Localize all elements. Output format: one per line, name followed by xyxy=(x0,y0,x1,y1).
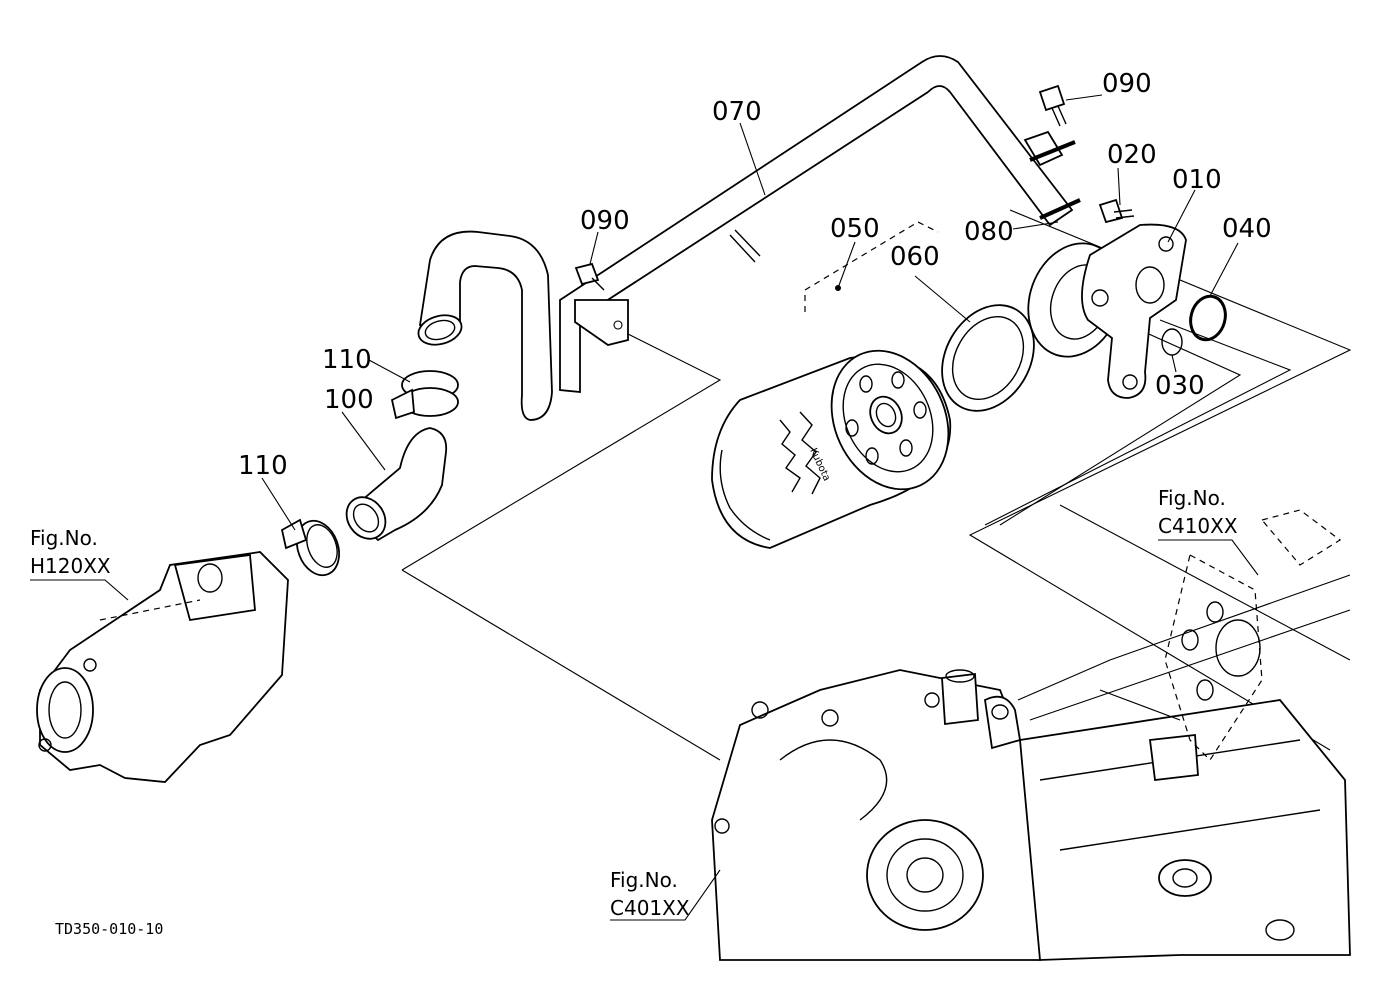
hose-100 xyxy=(345,427,448,542)
transmission-housing xyxy=(711,669,1351,961)
figref-c410-number: C410XX xyxy=(1158,514,1238,538)
o-ring-030 xyxy=(1161,328,1183,356)
callout-030: 030 xyxy=(1155,371,1205,401)
callout-040: 040 xyxy=(1222,214,1272,244)
hose-bend xyxy=(417,230,553,421)
drawing-code: TD350-010-10 xyxy=(55,920,163,938)
filter-bracket-010 xyxy=(1027,223,1187,399)
callout-050: 050 xyxy=(830,214,880,244)
screw-020 xyxy=(1098,198,1135,224)
callout-090-upper: 090 xyxy=(1102,69,1152,99)
leader-lines xyxy=(30,94,1259,921)
frame-assembly xyxy=(1017,509,1351,761)
callout-060: 060 xyxy=(890,242,940,272)
figref-c410-caption: Fig.No. xyxy=(1158,486,1226,510)
hydraulic-pump-assembly xyxy=(36,551,289,783)
hose-clamp-110-lower xyxy=(280,518,340,577)
callout-110-lower: 110 xyxy=(238,451,288,481)
screw-090-lower xyxy=(574,262,605,291)
figref-c401-caption: Fig.No. xyxy=(610,868,678,892)
callout-110-upper: 110 xyxy=(322,345,372,375)
oil-filter-050: Kubota xyxy=(711,349,952,549)
callout-020: 020 xyxy=(1107,140,1157,170)
screw-090-upper xyxy=(1038,84,1067,127)
hose-clamp-110-upper xyxy=(390,370,459,420)
figref-h120-number: H120XX xyxy=(30,554,111,578)
callout-010: 010 xyxy=(1172,165,1222,195)
seal-080 xyxy=(1029,140,1081,220)
callout-080: 080 xyxy=(964,217,1014,247)
callout-090-lower: 090 xyxy=(580,206,630,236)
callout-100: 100 xyxy=(324,385,374,415)
callout-070: 070 xyxy=(712,97,762,127)
o-ring-040 xyxy=(1189,294,1227,342)
figref-c401-number: C401XX xyxy=(610,896,690,920)
oil-pipe-070 xyxy=(559,55,1074,393)
filter-dashed-outline xyxy=(804,221,939,312)
figref-h120-caption: Fig.No. xyxy=(30,526,98,550)
gasket-060 xyxy=(941,304,1035,412)
